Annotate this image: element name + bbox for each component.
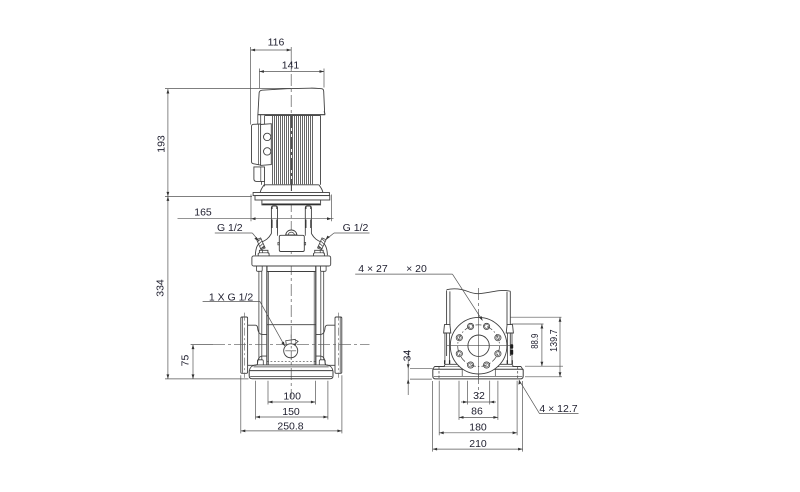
svg-text:× 20: × 20 (406, 263, 427, 275)
svg-text:4 × 27: 4 × 27 (358, 263, 388, 275)
svg-text:150: 150 (282, 406, 300, 418)
svg-text:193: 193 (156, 135, 168, 153)
svg-text:165: 165 (194, 207, 212, 219)
svg-text:34: 34 (402, 350, 414, 362)
svg-text:100: 100 (283, 390, 301, 402)
svg-text:180: 180 (469, 421, 487, 433)
svg-text:75: 75 (179, 355, 191, 367)
svg-text:32: 32 (473, 390, 485, 402)
svg-text:G 1/2: G 1/2 (343, 222, 369, 234)
svg-text:G 1/2: G 1/2 (217, 222, 243, 234)
svg-text:1 X G 1/2: 1 X G 1/2 (209, 291, 254, 303)
svg-text:88.9: 88.9 (529, 333, 541, 348)
svg-text:139.7: 139.7 (548, 329, 560, 352)
svg-text:116: 116 (268, 37, 285, 49)
svg-text:250.8: 250.8 (277, 420, 303, 432)
svg-text:86: 86 (471, 405, 483, 417)
svg-text:210: 210 (469, 438, 487, 450)
svg-text:334: 334 (155, 279, 167, 297)
svg-text:141: 141 (282, 60, 300, 72)
svg-text:4 × 12.7: 4 × 12.7 (539, 403, 577, 415)
